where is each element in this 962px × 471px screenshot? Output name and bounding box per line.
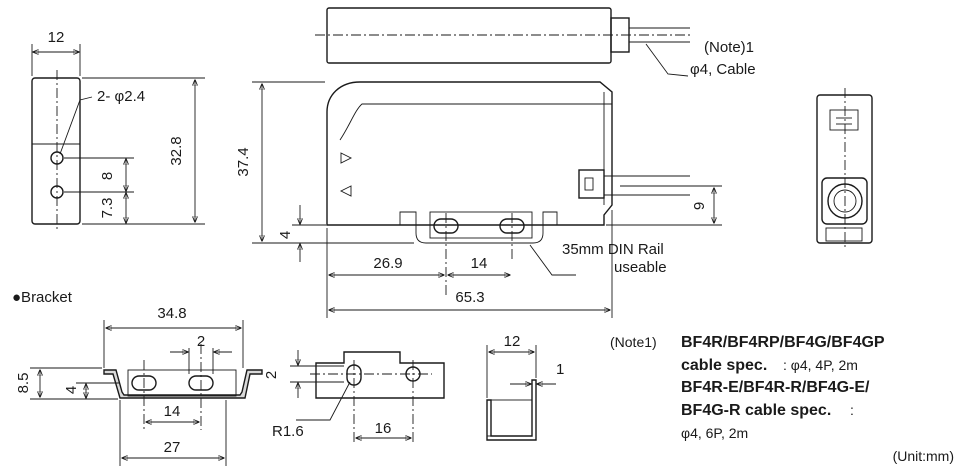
bracket-width-dim: 34.8 bbox=[157, 305, 186, 322]
bracket-pitch-dim: 14 bbox=[164, 403, 181, 420]
side-hole-pitch-dim: 14 bbox=[471, 255, 488, 272]
rear-view bbox=[816, 88, 873, 250]
rear-view-top-latch bbox=[829, 109, 859, 131]
rear-view-body bbox=[816, 94, 873, 244]
front-hole-leader bbox=[59, 96, 93, 155]
unit-label: (Unit:mm) bbox=[893, 448, 954, 464]
bracket-top-view: 2 R1.6 16 bbox=[263, 350, 445, 445]
side-view-bracket bbox=[399, 211, 558, 244]
din-rail-line1: 35mm DIN Rail bbox=[562, 241, 664, 258]
side-view-bracket-plate bbox=[429, 211, 533, 239]
bracket-label: ●Bracket bbox=[12, 289, 73, 306]
front-width-dim: 12 bbox=[48, 29, 65, 46]
bracket-slot-dim: 2 bbox=[197, 333, 205, 350]
side-view-body bbox=[326, 81, 613, 226]
bracket-slot-left bbox=[131, 375, 157, 391]
front-view-body bbox=[31, 77, 81, 225]
bracket-inner-height-dim: 4 bbox=[63, 386, 80, 394]
rear-view-connector bbox=[821, 177, 868, 225]
bracket-end-width-dim: 12 bbox=[504, 333, 521, 350]
bracket-plate bbox=[127, 369, 237, 397]
bracket-height-dim: 8.5 bbox=[15, 373, 32, 394]
front-hole-gap-dim: 8 bbox=[99, 172, 116, 180]
cable-note-leader bbox=[645, 43, 689, 77]
bracket-base-dim: 27 bbox=[164, 439, 181, 456]
side-view-cover-line bbox=[339, 103, 612, 141]
side-cable-clip bbox=[584, 177, 594, 191]
indicator-1-icon bbox=[340, 152, 353, 164]
top-view-cable-gland bbox=[610, 17, 630, 53]
note-line-4-bold: BF4G-R cable spec. bbox=[681, 402, 831, 419]
front-height-dim: 32.8 bbox=[168, 136, 185, 165]
bracket-end-face bbox=[486, 399, 533, 437]
note-line-5: φ4, 6P, 2m bbox=[681, 425, 748, 441]
note-line-2-bold: cable spec. bbox=[681, 357, 767, 374]
top-view-body bbox=[326, 7, 612, 64]
note-line-3: BF4R-E/BF4R-R/BF4G-E/ bbox=[681, 379, 870, 396]
front-hole-label: 2- φ2.4 bbox=[97, 88, 145, 105]
note-line-4-rest: : bbox=[850, 402, 854, 418]
notes-block: (Note1) BF4R/BF4RP/BF4G/BF4GP cable spec… bbox=[610, 334, 954, 464]
rear-view-connector-ring bbox=[827, 183, 863, 219]
cable-height-dim: 9 bbox=[691, 202, 708, 210]
note-line-1: BF4R/BF4RP/BF4G/BF4GP bbox=[681, 334, 885, 351]
bracket-profile bbox=[103, 369, 263, 399]
indicator-2-icon bbox=[339, 185, 352, 197]
side-offset-dim: 26.9 bbox=[373, 255, 402, 272]
front-view: 12 2- φ2.4 32.8 8 7.3 bbox=[31, 29, 205, 232]
cable-note-text: φ4, Cable bbox=[690, 61, 756, 78]
bracket-top-outline bbox=[315, 351, 445, 399]
side-height-dim: 37.4 bbox=[235, 147, 252, 176]
side-view: 37.4 4 9 35mm DIN Rail useable 26.9 14 6… bbox=[235, 81, 722, 318]
top-view: (Note)1 φ4, Cable bbox=[315, 7, 756, 78]
front-view-hole-bottom bbox=[50, 185, 64, 199]
bracket-end-view: 12 1 bbox=[486, 333, 564, 441]
note-line-2-rest: : φ4, 4P, 2m bbox=[783, 357, 858, 373]
bracket-top-pitch-dim: 16 bbox=[375, 420, 392, 437]
bracket-thickness-dim: 1 bbox=[556, 361, 564, 378]
side-length-dim: 65.3 bbox=[455, 289, 484, 306]
bracket-side-view: 34.8 2 8.5 4 14 27 bbox=[15, 305, 263, 466]
note-prefix: (Note1) bbox=[610, 334, 657, 350]
rear-view-connector-core bbox=[833, 189, 857, 213]
bracket-radius-leader bbox=[296, 381, 351, 421]
bracket-end-outline bbox=[486, 379, 537, 441]
bracket-top-slot-dim: 2 bbox=[263, 371, 280, 379]
din-rail-leader bbox=[529, 244, 576, 276]
rear-view-bottom-clip bbox=[825, 227, 863, 242]
front-hole-bottom-dim: 7.3 bbox=[99, 198, 116, 219]
front-view-hole-top bbox=[50, 151, 64, 165]
bracket-radius-label: R1.6 bbox=[272, 423, 304, 440]
side-cable-gland bbox=[578, 169, 605, 199]
din-rail-line2: useable bbox=[614, 259, 667, 276]
cable-note-ref: (Note)1 bbox=[704, 39, 754, 56]
side-base-dim: 4 bbox=[277, 231, 294, 239]
